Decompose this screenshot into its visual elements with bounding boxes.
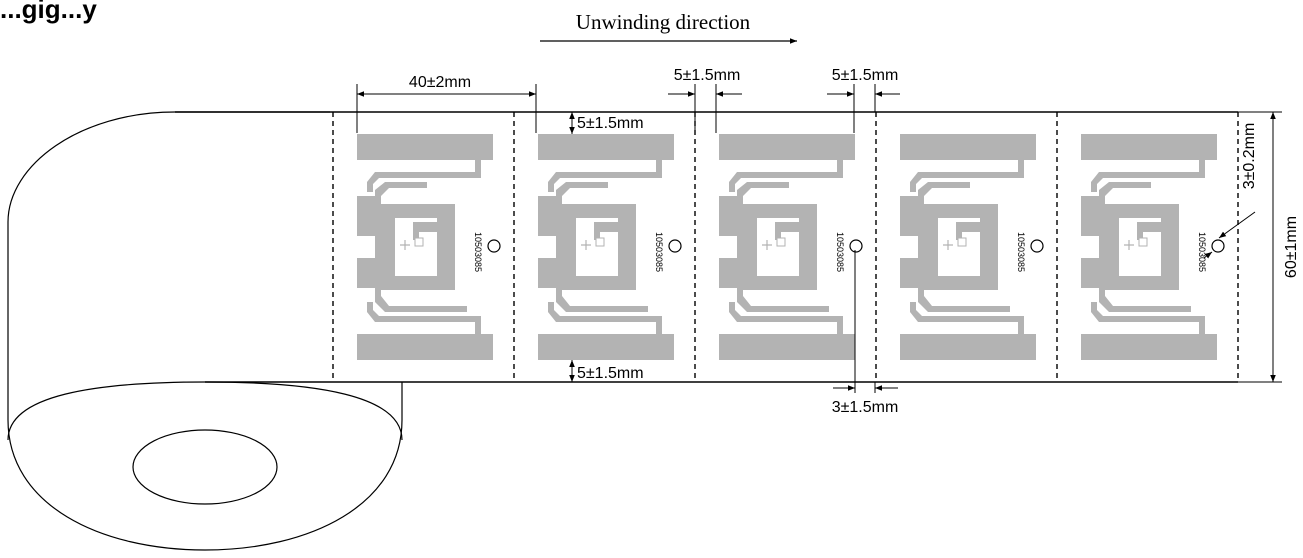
registration-hole	[849, 239, 863, 253]
antenna-top-bar	[719, 134, 855, 160]
antenna-inner-loop	[920, 204, 998, 290]
antenna-top-bar	[538, 134, 674, 160]
alignment-cross	[762, 240, 772, 250]
antenna-lower-arm	[367, 302, 481, 334]
hole-offset-text: 3±1.5mm	[832, 399, 899, 416]
antenna-bottom-bar	[1081, 334, 1217, 360]
antenna-left-lower	[357, 258, 375, 288]
label-dividers	[332, 112, 1239, 382]
dim-gap-top-right	[827, 84, 900, 133]
antenna-upper-arm	[729, 160, 843, 192]
antenna-left-upper	[357, 196, 375, 236]
antenna-left-upper	[538, 196, 556, 236]
dim-web-height	[1238, 111, 1282, 383]
antenna-lower-arm	[548, 302, 662, 334]
unwinding-direction: Unwinding direction	[540, 10, 797, 44]
inlay-code-text: 10503085	[473, 232, 483, 272]
page-heading: ...gig...y	[0, 0, 97, 24]
antenna-left-lower	[719, 258, 737, 288]
label-width-text: 40±2mm	[409, 74, 471, 91]
web-height-text: 60±1mm	[1283, 216, 1300, 278]
margin-top-text: 5±1.5mm	[577, 115, 644, 132]
inlay-code-text: 10503085	[1197, 232, 1207, 272]
inlay-code-text: 10503085	[654, 232, 664, 272]
rfid-labels: 10503085 10503085 10503085 10503085 10503085	[357, 134, 1225, 360]
antenna-left-lower	[538, 258, 556, 288]
rfid-label: 10503085	[900, 134, 1044, 360]
alignment-cross	[581, 240, 591, 250]
antenna-upper-arm	[367, 160, 481, 192]
antenna-upper-arm	[1091, 160, 1205, 192]
antenna-left-lower	[900, 258, 918, 288]
unwinding-direction-label: Unwinding direction	[576, 10, 751, 34]
antenna-lower-arm	[1091, 302, 1205, 334]
rfid-label: 10503085	[719, 134, 863, 360]
antenna-bottom-bar	[900, 334, 1036, 360]
gap-top-right-text: 5±1.5mm	[832, 67, 899, 84]
antenna-inner-loop	[739, 204, 817, 290]
antenna-left-upper	[1081, 196, 1099, 236]
rfid-label: 10503085	[538, 134, 682, 360]
antenna-bottom-bar	[538, 334, 674, 360]
antenna-lower-arm	[910, 302, 1024, 334]
antenna-inner-loop	[558, 204, 636, 290]
paper-roll	[7, 111, 403, 551]
chip-pad	[414, 237, 424, 247]
rfid-label: 10503085	[357, 134, 501, 360]
antenna-upper-arm	[910, 160, 1024, 192]
registration-hole	[1030, 239, 1044, 253]
antenna-top-bar	[1081, 134, 1217, 160]
margin-bottom-text: 5±1.5mm	[577, 365, 644, 382]
roll-front-face	[7, 381, 403, 441]
antenna-bottom-bar	[357, 334, 493, 360]
antenna-upper-arm	[548, 160, 662, 192]
roll-core	[132, 429, 278, 505]
roll-outline	[7, 111, 403, 551]
alignment-cross	[943, 240, 953, 250]
rfid-label: 10503085	[1081, 134, 1225, 360]
label-web	[175, 111, 1238, 383]
antenna-bottom-bar	[719, 334, 855, 360]
registration-hole	[1211, 239, 1225, 253]
chip-pad	[1138, 237, 1148, 247]
chip-pad	[595, 237, 605, 247]
antenna-lower-arm	[729, 302, 843, 334]
dim-hole-offset	[833, 250, 898, 393]
alignment-cross	[1124, 240, 1134, 250]
antenna-inner-loop	[1101, 204, 1179, 290]
antenna-left-lower	[1081, 258, 1099, 288]
antenna-top-bar	[900, 134, 1036, 160]
hole-diameter-text: 3±0.2mm	[1241, 123, 1258, 190]
registration-hole	[668, 239, 682, 253]
chip-pad	[776, 237, 786, 247]
antenna-inner-loop	[377, 204, 455, 290]
dim-label-width	[356, 84, 537, 133]
chip-pad	[957, 237, 967, 247]
dim-gap-top-left	[668, 84, 742, 133]
inlay-code-text: 10503085	[1016, 232, 1026, 272]
antenna-left-upper	[719, 196, 737, 236]
antenna-top-bar	[357, 134, 493, 160]
dim-hole-diameter	[1203, 211, 1256, 259]
registration-hole	[487, 239, 501, 253]
alignment-cross	[400, 240, 410, 250]
antenna-left-upper	[900, 196, 918, 236]
gap-top-left-text: 5±1.5mm	[674, 67, 741, 84]
inlay-code-text: 10503085	[835, 232, 845, 272]
